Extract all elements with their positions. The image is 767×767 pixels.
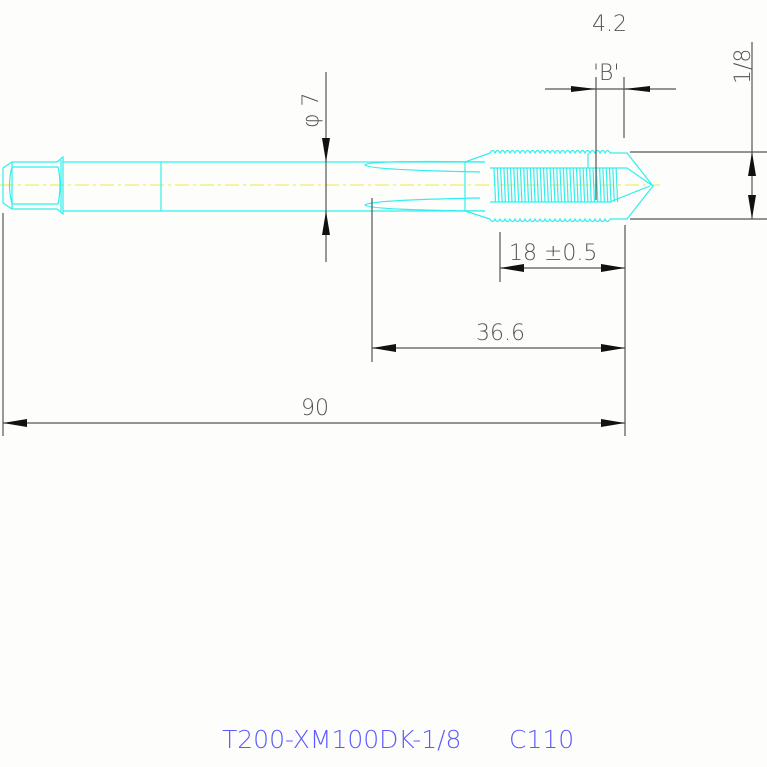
thread-line [526,167,530,203]
thread-line [605,167,609,203]
thread-line [549,167,553,203]
thread-line [523,167,526,203]
thread-line [519,167,523,203]
thread-line [575,167,579,203]
pitch-dimension: 4.2 'B' [545,12,676,200]
diameter-label: φ 7 [299,92,324,128]
thread-line [599,167,602,203]
tap-square-end [2,155,64,216]
thread-line [529,167,533,203]
tap-shank [63,160,486,212]
thread-line [556,167,559,203]
thread-line [539,167,543,203]
flute-length-dimension: 36.6 [371,198,625,362]
thread-line [552,167,556,203]
thread-line [562,167,566,203]
overall-length-dimension: 90 [2,213,625,436]
thread-line [500,167,503,203]
part-code: C110 [509,725,574,754]
thread-line [503,167,506,203]
thread-line [612,167,615,203]
thread-line [559,167,563,203]
overall-length-label: 90 [301,396,329,421]
thread-line [572,167,576,203]
flute-length-label: 36.6 [476,321,525,346]
pitch-label: 4.2 [592,12,627,37]
thread-line [582,167,586,203]
tap-thread [464,149,654,223]
thread-line [566,167,569,203]
thread-line [516,167,520,203]
thread-line [579,167,582,203]
thread-line [569,167,572,203]
thread-line [536,167,539,203]
thread-line [506,167,510,203]
chamfer-type-label: 'B' [593,61,620,86]
thread-size-dimension: 1/8 [630,42,767,220]
thread-line [493,167,497,203]
thread-line [608,167,612,203]
thread-length-dimension: 18 ±0.5 [499,225,626,436]
thread-line [542,167,546,203]
diameter-dimension: φ 7 [299,72,330,262]
thread-line [592,167,596,203]
thread-line [509,167,513,203]
thread-line [585,167,589,203]
part-number-title: T200-XM100DK-1/8 [222,725,461,754]
thread-line [546,167,549,203]
thread-line [589,167,592,203]
thread-line [513,167,516,203]
thread-line [602,167,605,203]
thread-line [533,167,536,203]
thread-length-label: 18 ±0.5 [509,241,597,266]
thread-line [615,167,619,203]
thread-line [496,167,500,203]
